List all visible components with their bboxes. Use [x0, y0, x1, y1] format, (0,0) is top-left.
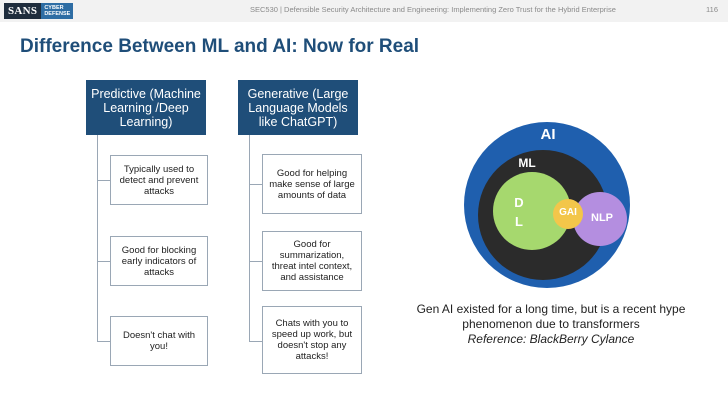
predictive-item-1: Typically used to detect and prevent att… — [110, 155, 208, 205]
generative-item-3: Chats with you to speed up work, but doe… — [262, 306, 362, 374]
header-bar: SANS CYBER DEFENSE SEC530 | Defensible S… — [0, 0, 728, 22]
caption-reference: Reference: BlackBerry Cylance — [467, 332, 635, 346]
dl-label-l: L — [515, 214, 523, 229]
page-number: 116 — [706, 5, 718, 14]
generative-branch-1 — [249, 184, 262, 185]
caption-text: Gen AI existed for a long time, but is a… — [416, 302, 686, 331]
ml-label: ML — [518, 156, 536, 170]
generative-branch-2 — [249, 261, 262, 262]
sans-logo: SANS CYBER DEFENSE — [4, 3, 74, 19]
logo-sub: CYBER DEFENSE — [41, 3, 74, 19]
predictive-connector-line — [97, 135, 98, 341]
dl-label-d: D — [514, 195, 524, 210]
caption: Gen AI existed for a long time, but is a… — [410, 302, 692, 347]
slide-title: Difference Between ML and AI: Now for Re… — [20, 36, 420, 57]
generative-item-1: Good for helping make sense of large amo… — [262, 154, 362, 214]
generative-connector-line — [249, 135, 250, 341]
predictive-branch-2 — [97, 261, 110, 262]
predictive-branch-3 — [97, 341, 110, 342]
ai-label: AI — [540, 126, 556, 143]
generative-heading: Generative (Large Language Models like C… — [238, 80, 358, 135]
predictive-branch-1 — [97, 180, 110, 181]
generative-item-2: Good for summarization, threat intel con… — [262, 231, 362, 291]
predictive-item-2: Good for blocking early indicators of at… — [110, 236, 208, 286]
predictive-item-3: Doesn't chat with you! — [110, 316, 208, 366]
course-title: SEC530 | Defensible Security Architectur… — [250, 5, 616, 14]
logo-sub-line-2: DEFENSE — [44, 11, 71, 17]
nlp-label: NLP — [591, 212, 613, 224]
gai-circle — [553, 199, 583, 229]
generative-branch-3 — [249, 341, 262, 342]
predictive-heading: Predictive (Machine Learning /Deep Learn… — [86, 80, 206, 135]
gai-label: GAI — [559, 207, 577, 218]
logo-main: SANS — [4, 3, 42, 19]
logo-sub-line-1: CYBER — [44, 5, 64, 11]
